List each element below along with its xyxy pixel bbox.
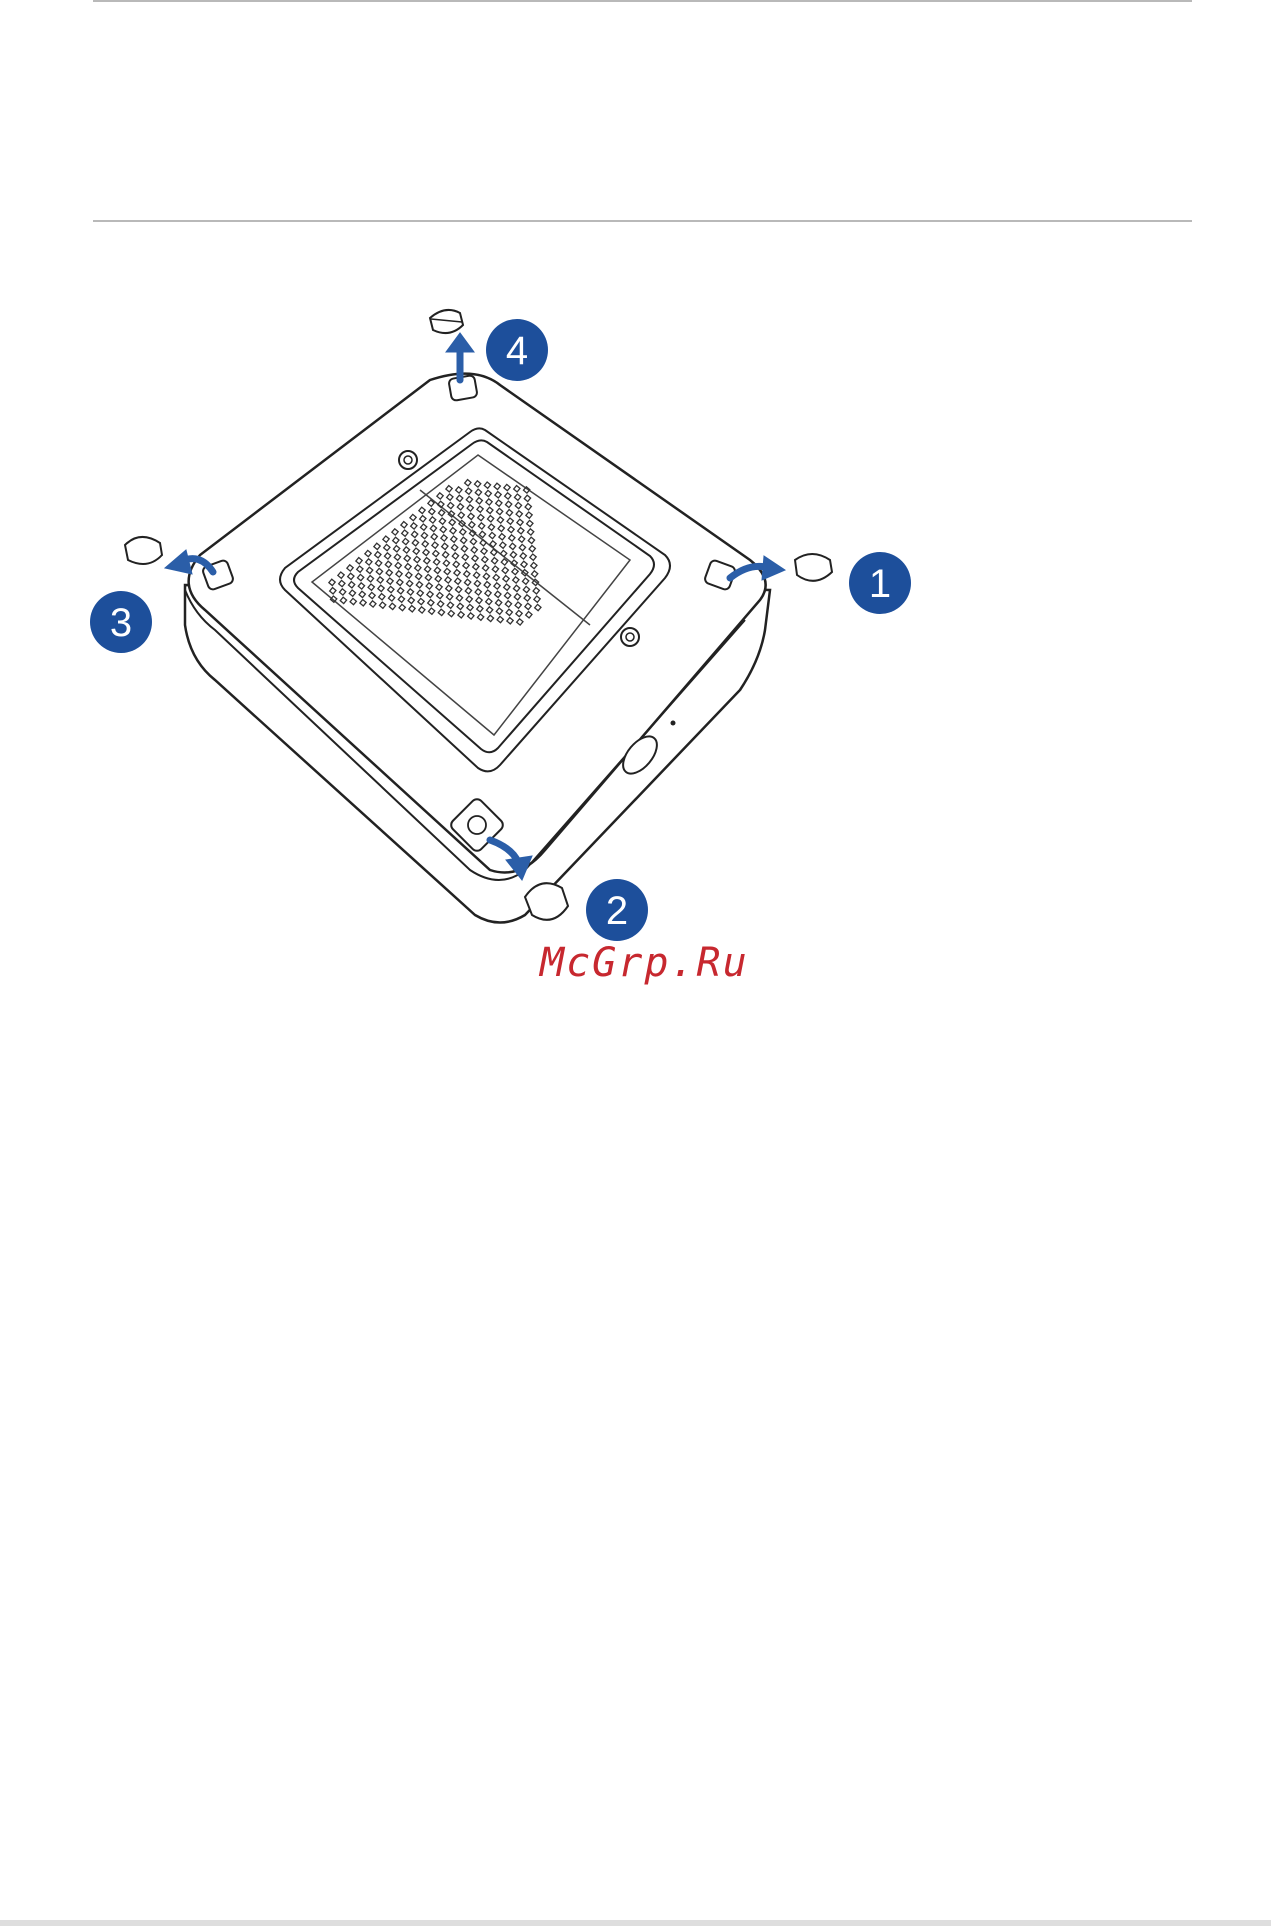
arrow-1-head — [762, 556, 785, 580]
arrow-4-head — [446, 333, 474, 352]
rubber-foot-3 — [125, 537, 162, 564]
page-footer-band — [0, 1920, 1271, 1926]
step-badge-4: 4 — [486, 319, 548, 381]
watermark-text: McGrp.Ru — [540, 940, 749, 986]
step-badge-1: 1 — [849, 552, 911, 614]
step-number-1: 1 — [869, 562, 891, 606]
step-number-4: 4 — [506, 329, 528, 373]
header-rule-top — [93, 0, 1192, 2]
step-badge-2: 2 — [586, 879, 648, 941]
front-led — [671, 721, 676, 726]
rubber-foot-2 — [525, 883, 568, 920]
arrow-3-head — [165, 550, 192, 574]
rubber-feet-removal-diagram: 4 3 1 2 — [0, 230, 1271, 1010]
rubber-foot-4 — [430, 310, 463, 333]
screw-top — [399, 451, 417, 469]
header-rule-bottom — [93, 220, 1192, 222]
step-badge-3: 3 — [90, 591, 152, 653]
rubber-foot-1 — [795, 554, 832, 581]
step-number-2: 2 — [606, 889, 628, 933]
step-number-3: 3 — [110, 601, 132, 645]
screw-bottom — [621, 628, 639, 646]
